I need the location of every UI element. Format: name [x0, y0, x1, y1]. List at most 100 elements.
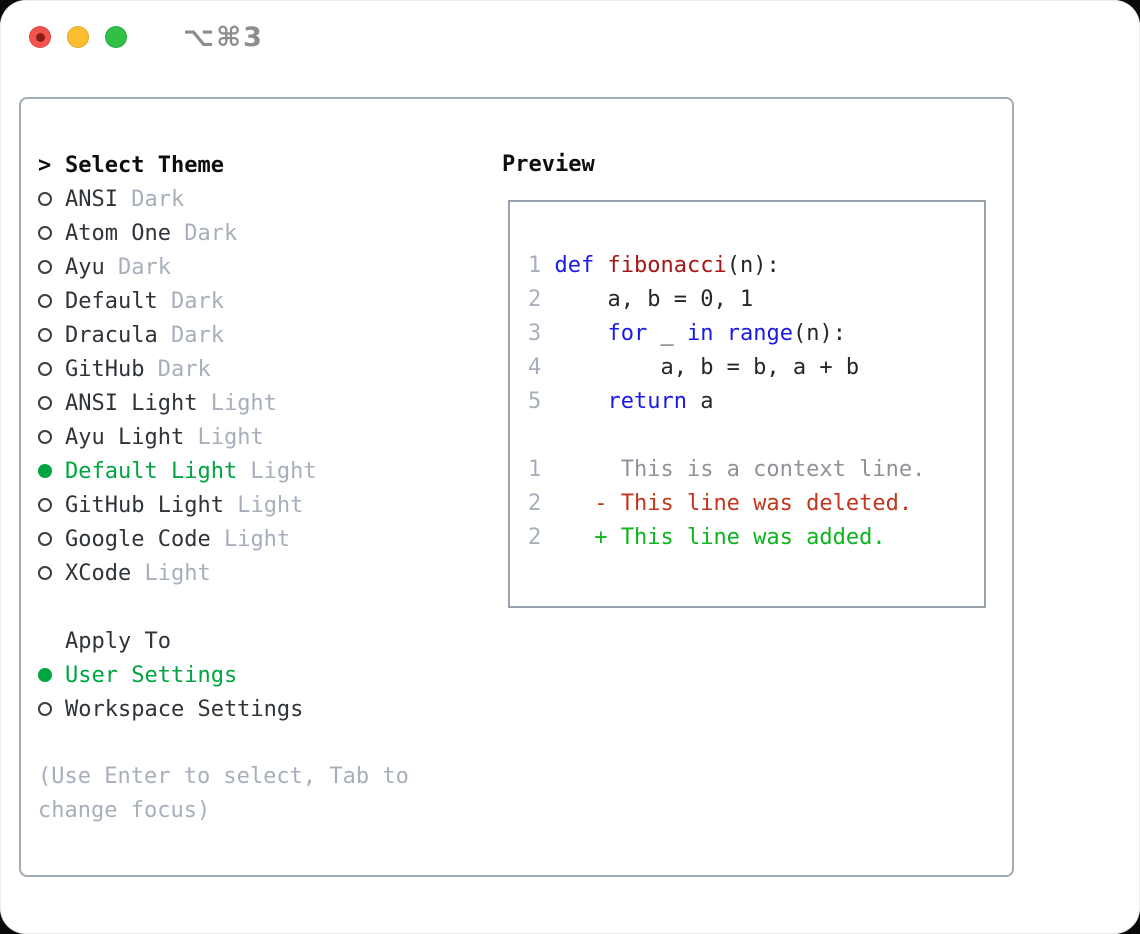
- marker-cell: [38, 260, 65, 274]
- code-segment: for: [607, 321, 648, 346]
- variant-label: Dark: [144, 356, 211, 382]
- marker-cell: [38, 532, 65, 546]
- theme-item-ayu-light[interactable]: Ayu Light Light: [38, 420, 434, 454]
- spacer: [38, 726, 434, 760]
- variant-label: Dark: [170, 220, 238, 246]
- code-segment: [555, 321, 608, 346]
- prompt-icon: >: [38, 152, 52, 178]
- option-label: Google Code: [65, 526, 211, 552]
- preview-line: 2 a, b = 0, 1: [528, 283, 984, 317]
- marker-cell: [38, 430, 65, 444]
- radio-icon: [38, 328, 52, 342]
- radio-icon: [38, 532, 52, 546]
- zoom-button[interactable]: [105, 26, 127, 48]
- variant-label: Light: [210, 526, 291, 552]
- marker-cell: [38, 294, 65, 308]
- marker-cell: [38, 498, 65, 512]
- theme-item-default[interactable]: Default Dark: [38, 284, 434, 318]
- code-segment: range: [726, 321, 793, 346]
- preview-line: 5 return a: [528, 385, 984, 419]
- select-theme-header: > Select Theme: [38, 148, 434, 182]
- variant-label: Dark: [157, 322, 224, 348]
- theme-item-github[interactable]: GitHub Dark: [38, 352, 434, 386]
- preview-line: 1 This is a context line.: [528, 453, 984, 487]
- code-segment: 1: [528, 253, 555, 278]
- theme-item-atom-one[interactable]: Atom One Dark: [38, 216, 434, 250]
- preview-line: 1 def fibonacci(n):: [528, 249, 984, 283]
- option-label: Workspace Settings: [65, 696, 304, 722]
- option-label: GitHub Light: [65, 492, 224, 518]
- option-label: XCode: [65, 560, 132, 586]
- variant-label: Light: [197, 390, 277, 416]
- marker-cell: [38, 396, 65, 410]
- code-segment: 4: [528, 355, 555, 380]
- code-segment: a, b = b, a + b: [554, 355, 860, 380]
- close-button[interactable]: [29, 26, 51, 48]
- spacer: [38, 590, 434, 624]
- radio-icon: [38, 226, 52, 240]
- help-text: (Use Enter to select, Tab to change focu…: [38, 764, 409, 823]
- variant-label: Dark: [117, 186, 185, 212]
- code-segment: 3: [528, 321, 555, 346]
- radio-icon: [38, 430, 52, 444]
- marker-cell: [38, 464, 65, 478]
- code-segment: 2: [528, 525, 555, 550]
- theme-item-ansi-light[interactable]: ANSI Light Light: [38, 386, 434, 420]
- minimize-button[interactable]: [67, 26, 89, 48]
- variant-label: Light: [184, 424, 264, 450]
- code-segment: def: [554, 253, 595, 278]
- marker-cell: [38, 362, 65, 376]
- preview-line: 3 for _ in range(n):: [528, 317, 984, 351]
- theme-item-google-code[interactable]: Google Code Light: [38, 522, 434, 556]
- code-segment: (n):: [726, 253, 780, 278]
- variant-label: Light: [223, 492, 304, 518]
- marker-cell: [38, 192, 65, 206]
- variant-label: Dark: [104, 254, 171, 280]
- code-segment: _: [647, 321, 687, 346]
- code-segment: (n):: [792, 321, 846, 346]
- option-label: User Settings: [65, 662, 238, 688]
- radio-icon: [38, 396, 52, 410]
- code-segment: a, b = 0, 1: [554, 287, 754, 312]
- radio-selected-icon: [38, 668, 52, 682]
- radio-icon: [38, 192, 52, 206]
- apply-to-header: Apply To: [38, 624, 434, 658]
- marker-cell: [38, 226, 65, 240]
- apply-option-workspace-settings[interactable]: Workspace Settings: [38, 692, 434, 726]
- option-label: Default: [65, 288, 158, 314]
- theme-item-github-light[interactable]: GitHub Light Light: [38, 488, 434, 522]
- code-segment: 1: [528, 457, 555, 482]
- option-label: Atom One: [65, 220, 171, 246]
- theme-item-dracula[interactable]: Dracula Dark: [38, 318, 434, 352]
- code-segment: return: [607, 389, 687, 414]
- preview-line: 2 + This line was added.: [528, 521, 984, 555]
- code-segment: a: [686, 389, 714, 414]
- radio-icon: [38, 362, 52, 376]
- theme-item-ansi[interactable]: ANSI Dark: [38, 182, 434, 216]
- radio-icon: [38, 498, 52, 512]
- theme-item-ayu[interactable]: Ayu Dark: [38, 250, 434, 284]
- code-segment: 2: [528, 287, 555, 312]
- code-segment: This is a context line.: [554, 457, 926, 482]
- variant-label: Light: [131, 560, 211, 586]
- titlebar: ⌥⌘3: [29, 22, 264, 53]
- radio-selected-icon: [38, 464, 52, 478]
- radio-icon: [38, 294, 52, 308]
- apply-option-user-settings[interactable]: User Settings: [38, 658, 434, 692]
- apply-to-title: Apply To: [65, 628, 171, 654]
- theme-item-xcode[interactable]: XCode Light: [38, 556, 434, 590]
- variant-label: Light: [237, 458, 317, 484]
- code-segment: + This line was added.: [554, 525, 886, 550]
- radio-icon: [38, 260, 52, 274]
- code-segment: [713, 321, 726, 346]
- window-title: ⌥⌘3: [183, 21, 264, 53]
- theme-item-default-light[interactable]: Default Light Light: [38, 454, 434, 488]
- option-label: GitHub: [65, 356, 145, 382]
- preview-blank-line: [528, 419, 984, 453]
- code-segment: 2: [528, 491, 555, 516]
